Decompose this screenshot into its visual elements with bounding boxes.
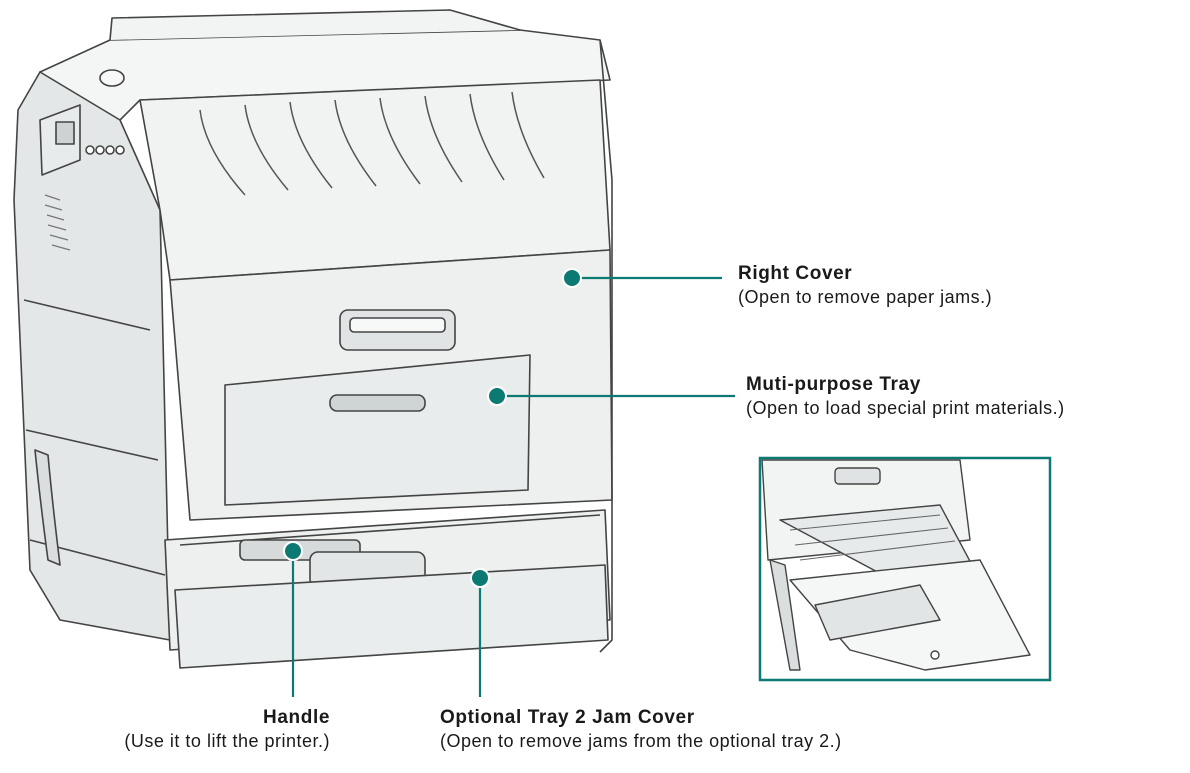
callout-handle: Handle (Use it to lift the printer.) — [38, 706, 330, 752]
tray2-jam-cover-title: Optional Tray 2 Jam Cover — [440, 707, 695, 728]
multipurpose-tray — [224, 354, 531, 506]
right-cover-dot — [562, 268, 582, 288]
callout-right-cover: Right Cover (Open to remove paper jams.) — [738, 262, 992, 308]
control-panel — [39, 69, 125, 176]
callout-multipurpose-tray: Muti-purpose Tray (Open to load special … — [746, 373, 1065, 419]
mp-tray-title: Muti-purpose Tray — [746, 374, 921, 395]
right-cover-title: Right Cover — [738, 263, 853, 284]
side-vents — [44, 194, 71, 251]
right-cover-desc: (Open to remove paper jams.) — [738, 286, 993, 307]
inset-tray-illustration — [758, 456, 1052, 682]
cover-ridges — [199, 91, 545, 196]
mp-tray-slot — [329, 394, 426, 412]
mp-tray-desc: (Open to load special print materials.) — [746, 397, 1065, 418]
front-upper-cover — [139, 79, 611, 281]
tray2-jam-cover — [174, 564, 609, 669]
mp-tray-dot — [487, 386, 507, 406]
tray2-dot — [470, 568, 490, 588]
printer-illustration — [13, 9, 613, 669]
side-handle-grip — [34, 449, 61, 566]
handle-title: Handle — [263, 707, 330, 728]
handle-desc: (Use it to lift the printer.) — [124, 730, 330, 751]
tray2-jam-cover-desc: (Open to remove jams from the optional t… — [440, 730, 842, 751]
callout-tray2-jam-cover: Optional Tray 2 Jam Cover (Open to remov… — [440, 706, 842, 752]
callout-leaders — [283, 268, 735, 697]
handle-dot — [283, 541, 303, 561]
